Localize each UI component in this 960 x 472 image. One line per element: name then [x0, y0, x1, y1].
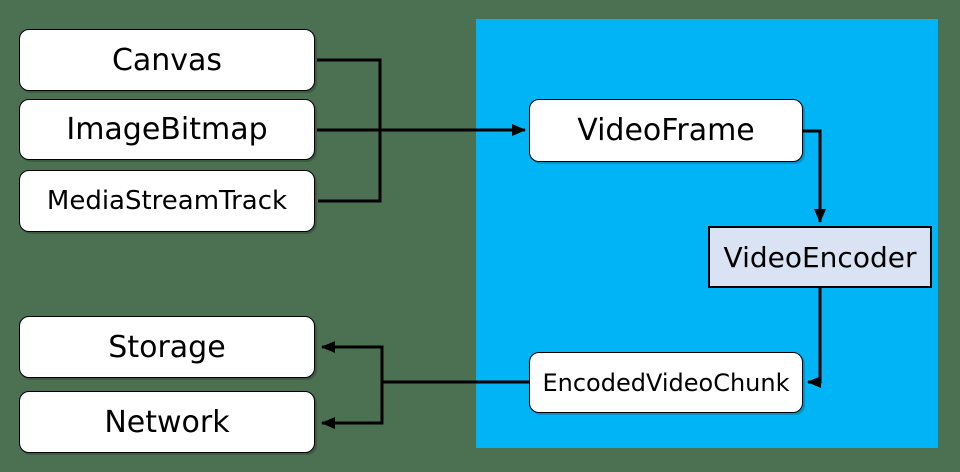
edge-sources-trunk: [317, 58, 382, 203]
node-videoencoder: VideoEncoder: [708, 226, 932, 288]
node-storage: Storage: [19, 316, 315, 378]
node-videoframe-label: VideoFrame: [577, 113, 755, 148]
edge-chunk-to-network: [321, 382, 384, 429]
node-network-label: Network: [104, 404, 230, 440]
node-mediastreamtrack: MediaStreamTrack: [19, 170, 315, 232]
node-encodedvideochunk-label: EncodedVideoChunk: [542, 368, 790, 397]
node-encodedvideochunk: EncodedVideoChunk: [529, 352, 803, 413]
node-videoencoder-label: VideoEncoder: [723, 240, 917, 274]
node-videoframe: VideoFrame: [529, 99, 803, 162]
node-imagebitmap: ImageBitmap: [19, 99, 315, 160]
node-mediastreamtrack-label: MediaStreamTrack: [46, 186, 288, 216]
node-imagebitmap-label: ImageBitmap: [66, 112, 268, 147]
node-canvas-label: Canvas: [111, 42, 223, 78]
edge-chunk-to-storage: [321, 341, 384, 382]
node-storage-label: Storage: [108, 329, 226, 365]
node-network: Network: [19, 391, 315, 453]
node-canvas: Canvas: [19, 29, 315, 91]
